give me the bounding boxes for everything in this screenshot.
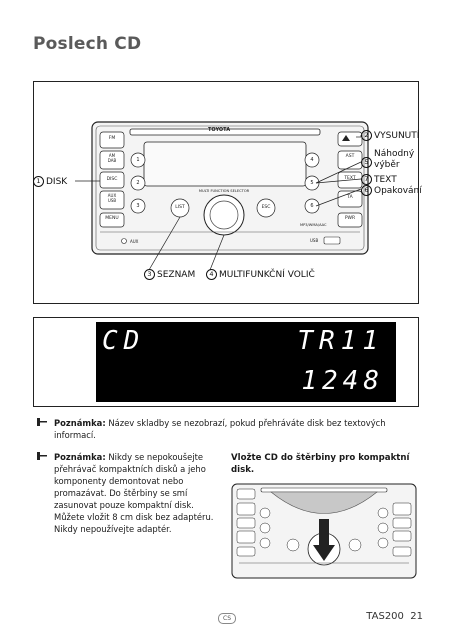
- esc-button[interactable]: ESC: [261, 205, 271, 210]
- callout-random-label-1: Náhodný: [374, 149, 415, 159]
- lcd-source: CD: [102, 326, 146, 356]
- preset-4[interactable]: 4: [310, 157, 314, 163]
- language-badge: CS: [218, 613, 236, 624]
- callout-multi-label: MULTIFUNKČNÍ VOLIČ: [219, 270, 315, 280]
- note-2-label: Poznámka:: [54, 452, 106, 462]
- cd-insert-illustration: [231, 483, 417, 579]
- lcd-track: TR11: [297, 326, 384, 356]
- footer-model: TAS200: [366, 611, 404, 622]
- preset-1[interactable]: 1: [136, 157, 140, 163]
- ta-button[interactable]: TA: [347, 195, 353, 200]
- pwr-button[interactable]: PWR: [344, 216, 356, 221]
- callout-number-7: 7: [361, 174, 372, 185]
- callout-random-label-2: výběr: [374, 160, 400, 170]
- display-illustration-frame: CD TR11 1248: [33, 317, 419, 407]
- radio-illustration-frame: TOYOTA FM AM DAB DISC AUX USB MENU AST T…: [33, 81, 422, 304]
- callout-repeat-label: Opakování: [374, 186, 422, 196]
- page-footer: TAS200 21: [366, 611, 423, 622]
- callout-text-label: TEXT: [374, 175, 397, 185]
- text-button[interactable]: TEXT: [344, 176, 356, 181]
- lcd-panel: CD TR11 1248: [96, 322, 396, 402]
- fm-button[interactable]: FM: [108, 136, 116, 141]
- callout-number-4: 4: [206, 269, 217, 280]
- callout-number-1: 1: [33, 176, 44, 187]
- disc-button[interactable]: DISC: [106, 177, 118, 182]
- radio-unit-drawing: [75, 121, 369, 271]
- page-title: Poslech CD: [33, 34, 142, 54]
- callout-number-6: 6: [361, 185, 372, 196]
- callout-number-2: 2: [361, 130, 372, 141]
- callout-number-5: 5: [361, 157, 372, 168]
- note-1-label: Poznámka:: [54, 418, 106, 428]
- usb-port-label: USB: [310, 238, 319, 243]
- aux-jack-label: AUX: [130, 239, 139, 244]
- preset-3[interactable]: 3: [136, 203, 140, 209]
- aux-usb-button[interactable]: AUX USB: [107, 193, 117, 203]
- footer-page-number: 21: [410, 611, 423, 622]
- callout-seznam-label: SEZNAM: [157, 270, 196, 280]
- am-dab-button[interactable]: AM DAB: [107, 153, 117, 163]
- radio-brand-label: TOYOTA: [208, 127, 231, 133]
- note-icon: [37, 418, 47, 426]
- menu-button[interactable]: MENU: [105, 216, 119, 221]
- ast-button[interactable]: AST: [345, 154, 355, 159]
- note-1: Poznámka: Název skladby se nezobrazí, po…: [54, 417, 424, 441]
- preset-5[interactable]: 5: [310, 180, 314, 186]
- callout-disk-label: DISK: [46, 177, 68, 187]
- knob-label: MULTI FUNCTION SELECTOR: [198, 189, 250, 193]
- callout-eject-label: VYSUNUTÍ: [374, 131, 420, 141]
- mp3-badge: MP3/WMA/AAC: [300, 223, 327, 227]
- lcd-time: 1248: [301, 366, 384, 396]
- callout-number-3: 3: [144, 269, 155, 280]
- note-icon: [37, 452, 47, 460]
- preset-6[interactable]: 6: [310, 203, 314, 209]
- insert-cd-heading: Vložte CD do štěrbiny pro kompaktní disk…: [231, 453, 410, 475]
- preset-2[interactable]: 2: [136, 180, 140, 186]
- note-2-text: Nikdy se nepokoušejte přehrávač kompaktn…: [54, 452, 214, 534]
- list-button[interactable]: LIST: [175, 205, 185, 210]
- note-1-text: Název skladby se nezobrazí, pokud přehrá…: [54, 418, 386, 440]
- note-2: Poznámka: Nikdy se nepokoušejte přehráva…: [54, 451, 214, 535]
